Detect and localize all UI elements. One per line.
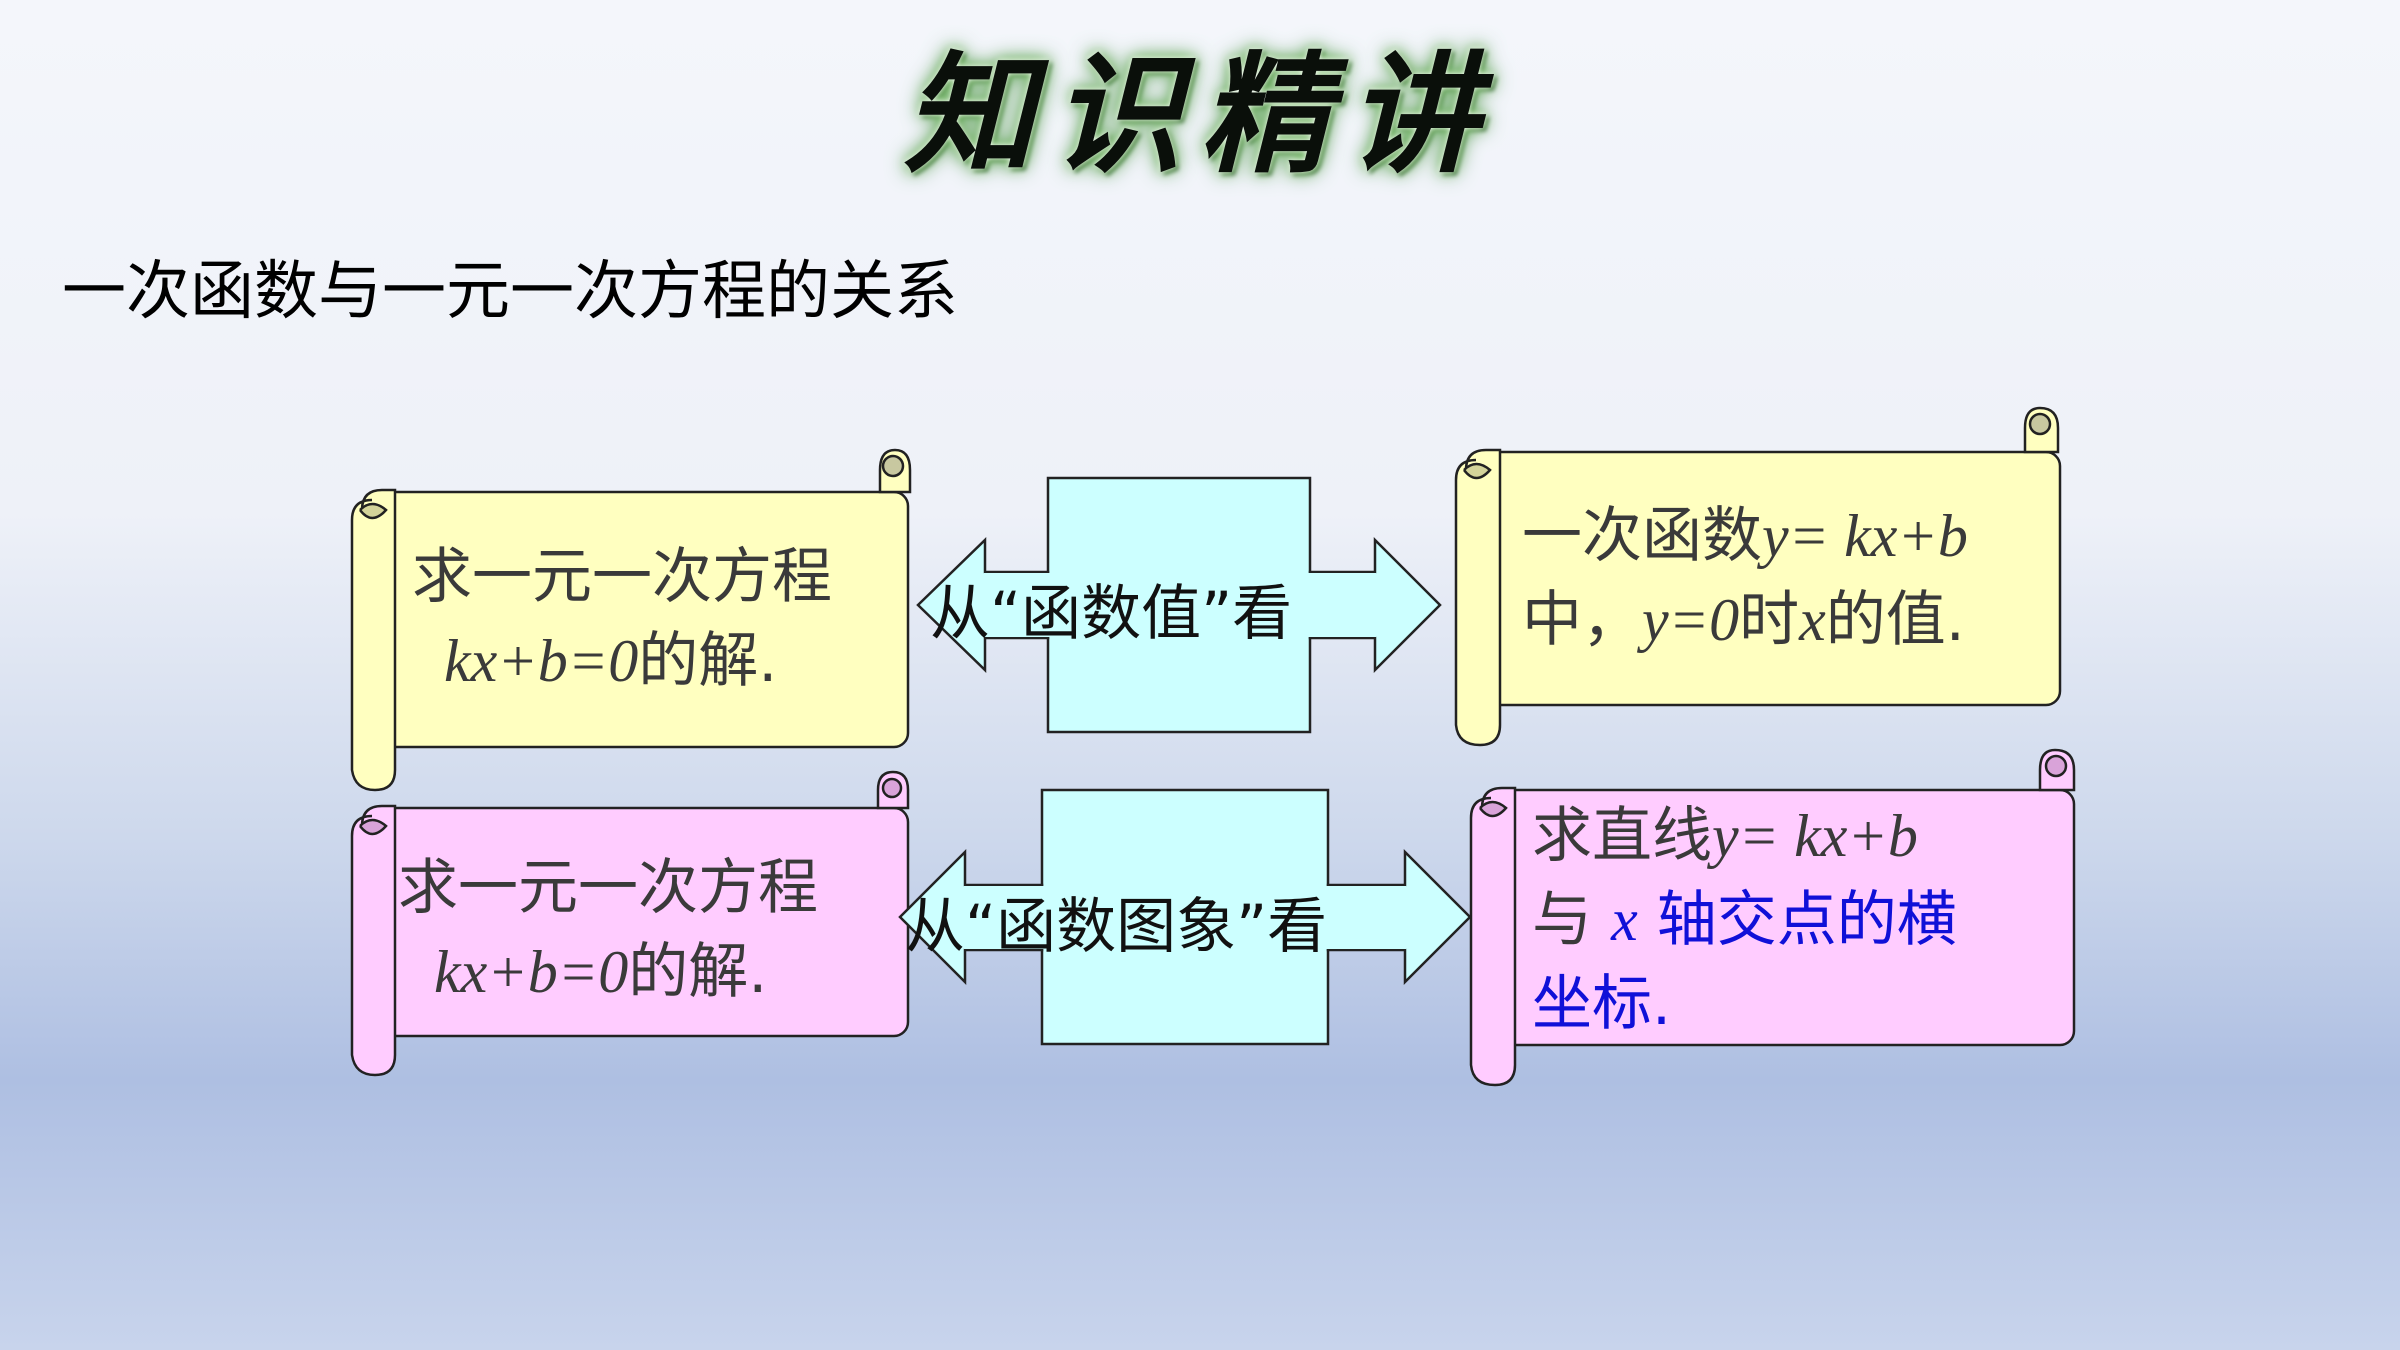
row2-right-line2a: 与 (1532, 885, 1612, 955)
double-arrow-function-value (916, 476, 1442, 734)
page-title: 知识精讲 (903, 38, 1496, 191)
row1-right-line1: 一次函数y= kx+b (1522, 494, 1968, 578)
row1-right-y0: y=0 (1642, 587, 1740, 653)
row2-left-equation: kx+b=0 (434, 939, 629, 1005)
row1-right-line2a: 中， (1522, 585, 1642, 655)
row2-left-suffix: 的解. (628, 937, 768, 1007)
pink-scroll-right (1469, 748, 2076, 1087)
row2-left-text: 求一元一次方程 kx+b=0的解. (398, 846, 818, 1014)
row1-left-equation: kx+b=0 (444, 628, 639, 694)
row1-left-text: 求一元一次方程 kx+b=0的解. (412, 535, 832, 703)
row1-left-line1: 求一元一次方程 (412, 542, 832, 612)
row1-right-line2c: 的值. (1825, 585, 1965, 655)
row2-middle-label: 从“函数图象”看 (905, 892, 1328, 962)
double-arrow-function-graph (898, 788, 1472, 1046)
row1-right-x: x (1799, 587, 1826, 653)
section-subtitle: 一次函数与一元一次方程的关系 (62, 255, 958, 329)
row1-left-line2: kx+b=0的解. (412, 619, 832, 703)
row1-right-text: 一次函数y= kx+b 中，y=0时x的值. (1522, 494, 1968, 662)
row1-middle-label: 从“函数值”看 (930, 579, 1293, 649)
row2-right-line3: 坐标. (1532, 969, 1672, 1039)
yellow-scroll-right (1454, 406, 2062, 747)
row2-right-equation: y= kx+b (1712, 803, 1918, 869)
row2-right-line1: 求直线y= kx+b (1532, 794, 1957, 878)
row1-right-line2b: 时 (1739, 585, 1800, 655)
row2-right-line2b: 轴交点的横 (1637, 885, 1957, 955)
row2-left-line1: 求一元一次方程 (398, 853, 818, 923)
row2-right-x: x (1611, 887, 1638, 953)
row1-left-suffix: 的解. (638, 626, 778, 696)
row2-right-line2: 与 x 轴交点的横 (1532, 878, 1957, 962)
row2-left-line2: kx+b=0的解. (398, 930, 818, 1014)
row2-right-text: 求直线y= kx+b 与 x 轴交点的横 坐标. (1532, 794, 1957, 1046)
row2-right-prefix: 求直线 (1532, 801, 1712, 871)
yellow-scroll-left (350, 448, 912, 792)
row1-right-line2: 中，y=0时x的值. (1522, 578, 1968, 662)
row1-right-prefix: 一次函数 (1522, 501, 1762, 571)
row1-right-equation: y= kx+b (1762, 503, 1968, 569)
pink-scroll-left (350, 770, 910, 1077)
